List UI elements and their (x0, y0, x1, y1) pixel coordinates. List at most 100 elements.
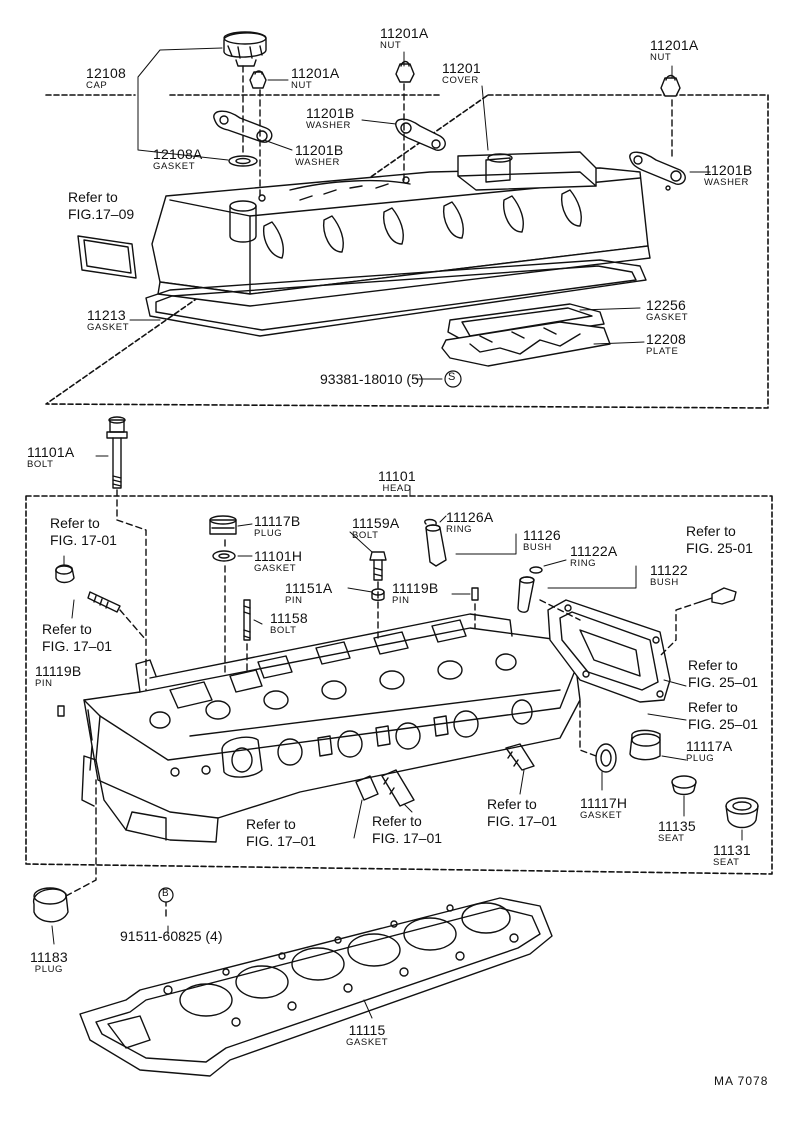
nut-part-b (395, 60, 415, 83)
part-desc: PLUG (34, 964, 64, 975)
ref-line2: FIG. 17–01 (487, 813, 558, 829)
oil-filler-cap-part (223, 31, 267, 67)
ref-line1: Refer to (68, 189, 118, 205)
cylinder-head-part (81, 613, 581, 843)
callout-cap: 12108 CAP (86, 66, 126, 91)
part-number: 11201A (380, 25, 429, 41)
ref-line1: Refer to (246, 816, 296, 832)
part-number: 11135 (658, 818, 696, 834)
part-desc: PLUG (686, 753, 715, 764)
pin-11119b-top-part (471, 587, 479, 601)
stud-17-01-part (87, 591, 121, 613)
part-number: 11158 (270, 610, 308, 626)
plug-11117b-part (209, 515, 237, 535)
washer-part-b (395, 118, 446, 151)
part-number: 11117A (686, 738, 733, 754)
ref-line2: FIG. 17–01 (246, 833, 317, 849)
callout-head-bolt: 11101A BOLT (27, 445, 74, 470)
part-desc: BOLT (352, 530, 379, 541)
callout-head: 11101 HEAD (378, 469, 416, 494)
stud-11158-part (243, 599, 251, 641)
part-number: 11201B (704, 162, 753, 178)
part-number: 11101H (254, 548, 303, 564)
callout-plate: 12208 PLATE (646, 332, 686, 357)
callout-cover-gasket: 11213 GASKET (87, 308, 129, 333)
callout-seat-11131: 11131 SEAT (713, 843, 751, 868)
part-desc: BUSH (650, 577, 679, 588)
ref-fig-25-01-mid: Refer to FIG. 25–01 (688, 657, 758, 691)
ref-line2: FIG.17–09 (68, 206, 135, 222)
part-number: 11119B (392, 580, 439, 596)
part-number: 11126A (446, 509, 494, 525)
washer-part-c (629, 151, 686, 185)
standard-part-93381: 93381-18010 (5) (320, 371, 424, 388)
ref-line1: Refer to (42, 621, 92, 637)
bolt-25-01-part (699, 587, 737, 605)
part-desc: GASKET (254, 563, 297, 574)
gasket-11117h-part (595, 743, 617, 773)
part-number: 11201 (442, 60, 481, 76)
part-number: 11117H (580, 795, 628, 811)
part-number: 11101 (378, 468, 416, 484)
nut-part-c (660, 74, 681, 97)
plug-17-01-part (55, 564, 75, 584)
side-cover-25-01-part (547, 599, 671, 703)
ref-line2: FIG. 25–01 (688, 716, 759, 732)
ref-line1: Refer to (372, 813, 422, 829)
s-marker (444, 370, 462, 388)
part-desc: BUSH (523, 542, 552, 553)
part-desc: GASKET (346, 1037, 389, 1048)
part-number: 11159A (352, 515, 400, 531)
callout-plug-gasket: 11101H GASKET (254, 549, 302, 574)
cover-gasket-part (145, 259, 647, 337)
stud-17-01-b-part (381, 769, 415, 807)
standard-part-number: 91511-60825 (4) (120, 928, 223, 944)
ring-11126a-part (424, 518, 437, 525)
ref-line1: Refer to (688, 699, 738, 715)
ref-line2: FIG. 17–01 (372, 830, 443, 846)
part-number: 12208 (646, 331, 686, 347)
ref-line1: Refer to (50, 515, 100, 531)
part-desc: SEAT (713, 857, 740, 868)
callout-washer-c: 11201B WASHER (704, 163, 752, 188)
plug-11117a-part (629, 729, 661, 761)
part-number: 12256 (646, 297, 686, 313)
part-desc: SEAT (658, 833, 685, 844)
callout-nut-a: 11201A NUT (291, 66, 339, 91)
ref-fig-17-01-bottom-a: Refer to FIG. 17–01 (487, 796, 557, 830)
callout-head-gasket: 11115 GASKET (346, 1023, 388, 1048)
ref-line1: Refer to (688, 657, 738, 673)
callout-bush-11122: 11122 BUSH (650, 563, 688, 588)
part-desc: WASHER (306, 120, 351, 131)
part-desc: GASKET (153, 161, 196, 172)
part-number: 11119B (35, 663, 82, 679)
part-number: 11201B (295, 142, 344, 158)
nut-part-a (249, 70, 267, 89)
callout-ring-11122a: 11122A RING (570, 544, 617, 569)
callout-ring-11126a: 11126A RING (446, 510, 493, 535)
ref-fig-25-01-low: Refer to FIG. 25–01 (688, 699, 758, 733)
ref-fig-25-01-top: Refer to FIG. 25-01 (686, 523, 753, 557)
callout-washer-b: 11201B WASHER (295, 143, 343, 168)
callout-cover: 11201 COVER (442, 61, 481, 86)
cover-seal-part (77, 235, 137, 279)
callout-plate-gasket: 12256 GASKET (646, 298, 688, 323)
head-group-boundary (25, 495, 773, 875)
cap-gasket-part (228, 155, 258, 167)
part-desc: PLATE (646, 346, 679, 357)
part-desc: CAP (86, 80, 108, 91)
callout-plug-11117a: 11117A PLUG (686, 739, 732, 764)
figure-code: MA 7078 (714, 1074, 769, 1088)
part-desc: RING (446, 524, 473, 535)
ref-line2: FIG. 25-01 (686, 540, 753, 556)
part-desc: NUT (650, 52, 672, 63)
callout-pin-11151a: 11151A PIN (285, 581, 332, 606)
callout-bolt-11158: 11158 BOLT (270, 611, 308, 636)
b-marker (158, 887, 174, 903)
part-number: 11101A (27, 444, 75, 460)
part-desc: HEAD (382, 483, 412, 494)
bush-11122-part (517, 576, 535, 613)
baffle-plate-part (441, 321, 611, 367)
ref-line2: FIG. 17-01 (50, 532, 117, 548)
